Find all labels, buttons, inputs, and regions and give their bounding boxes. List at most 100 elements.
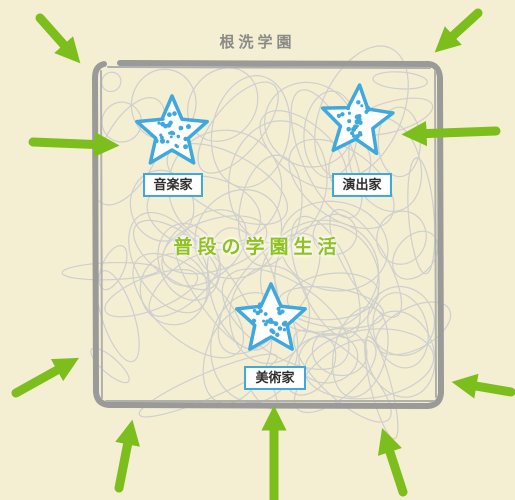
star-dot	[183, 136, 188, 142]
scribble-loop	[210, 292, 299, 403]
star-dot	[171, 149, 175, 153]
star-dot	[357, 114, 362, 118]
star-dot	[172, 111, 177, 116]
scribble-loop	[96, 270, 140, 363]
star-dot	[347, 119, 352, 124]
role-label-artist: 美術家	[244, 366, 306, 390]
scribble-loop	[376, 210, 427, 265]
star-dot-pattern	[154, 100, 371, 341]
scribble-loop	[98, 244, 128, 291]
star-dot	[157, 121, 161, 125]
daily-school-life-label: 普段の学園生活	[173, 236, 342, 258]
scribble-loop	[197, 81, 279, 174]
scribble-loop	[206, 227, 280, 351]
star-dot	[186, 124, 191, 130]
scribble-loop	[288, 138, 395, 230]
scribble-loop	[146, 175, 262, 251]
star-dot	[340, 112, 345, 117]
star-dot	[168, 120, 173, 125]
star-dot	[169, 135, 173, 139]
star-dot	[277, 326, 283, 331]
star-dot	[161, 117, 165, 121]
star-dot	[275, 332, 280, 337]
arrow-top-right	[434, 8, 483, 53]
role-label-director: 演出家	[332, 173, 392, 197]
scribble-loop	[298, 333, 359, 384]
scribble-loop	[367, 286, 435, 356]
star-dot	[178, 125, 184, 131]
scribble-loop	[392, 230, 439, 280]
scribble-loop	[332, 306, 389, 398]
star-dot	[176, 134, 181, 139]
scribble-loop	[157, 222, 221, 301]
star-dot	[346, 106, 350, 111]
school-frame	[92, 60, 444, 409]
star-dot	[183, 144, 189, 150]
scribble-loop	[329, 208, 403, 318]
star-dot	[154, 138, 159, 144]
arrow-right-lower	[451, 373, 515, 399]
scribble-loop	[407, 157, 436, 275]
star-dot	[276, 306, 281, 311]
star-icon-art	[235, 282, 307, 351]
scribble-loop	[128, 211, 211, 314]
arrow-left-lower	[11, 357, 80, 398]
star-dot	[160, 135, 164, 140]
star-dot	[350, 131, 355, 136]
star-dot	[273, 321, 279, 327]
scribble-loop	[139, 253, 208, 326]
scribble-loop	[372, 292, 429, 369]
star-dot	[352, 134, 356, 138]
star-dot	[252, 309, 257, 313]
star-dot	[271, 330, 276, 335]
scribble-loop	[132, 252, 245, 359]
scribble-loop	[187, 67, 259, 142]
star-dot	[280, 309, 285, 314]
star-dot	[264, 337, 268, 341]
star-dot	[258, 302, 262, 307]
star-dot	[159, 138, 166, 144]
star-dot	[355, 134, 360, 139]
star-dot	[356, 117, 362, 122]
scribble-loop	[229, 265, 311, 365]
arrow-right-upper	[401, 120, 501, 147]
star-dot	[257, 304, 262, 310]
star-icon-music	[135, 94, 209, 165]
star-dot	[251, 318, 257, 323]
scribble-loop	[90, 347, 130, 384]
star-dot	[163, 123, 168, 129]
star-dot	[174, 143, 178, 147]
scribble-loop	[279, 200, 389, 292]
scribble-loop	[101, 71, 122, 93]
arrow-bottom-right	[377, 428, 408, 497]
star-dot	[281, 321, 287, 327]
scribble-loop	[104, 269, 199, 318]
scribble-loop	[375, 301, 452, 356]
scribble-loop	[61, 261, 160, 281]
scribble-loop	[210, 75, 291, 188]
star-dot	[166, 140, 170, 144]
scribble-fill	[61, 45, 452, 440]
arrow-left-upper	[28, 131, 120, 158]
star-dot	[347, 111, 351, 115]
star-dot	[356, 100, 361, 105]
star-dot	[167, 112, 172, 118]
school-name: 根洗学園	[219, 33, 296, 51]
star-dot	[169, 130, 175, 136]
arrow-bottom-left	[114, 419, 140, 493]
star-dot	[258, 308, 263, 314]
scribble-loop	[372, 71, 428, 90]
star-dot	[282, 328, 287, 332]
star-dot	[268, 317, 273, 323]
star-dot	[346, 126, 352, 132]
role-label-musician: 音楽家	[143, 173, 203, 197]
star-dot	[263, 312, 268, 316]
scribble-loop	[161, 209, 247, 287]
star-dot	[360, 104, 364, 108]
scribble-loop	[221, 268, 350, 370]
scribble-loop	[162, 215, 268, 275]
star-dot	[262, 319, 266, 323]
star-dot	[365, 105, 371, 111]
star-dot	[336, 113, 341, 118]
